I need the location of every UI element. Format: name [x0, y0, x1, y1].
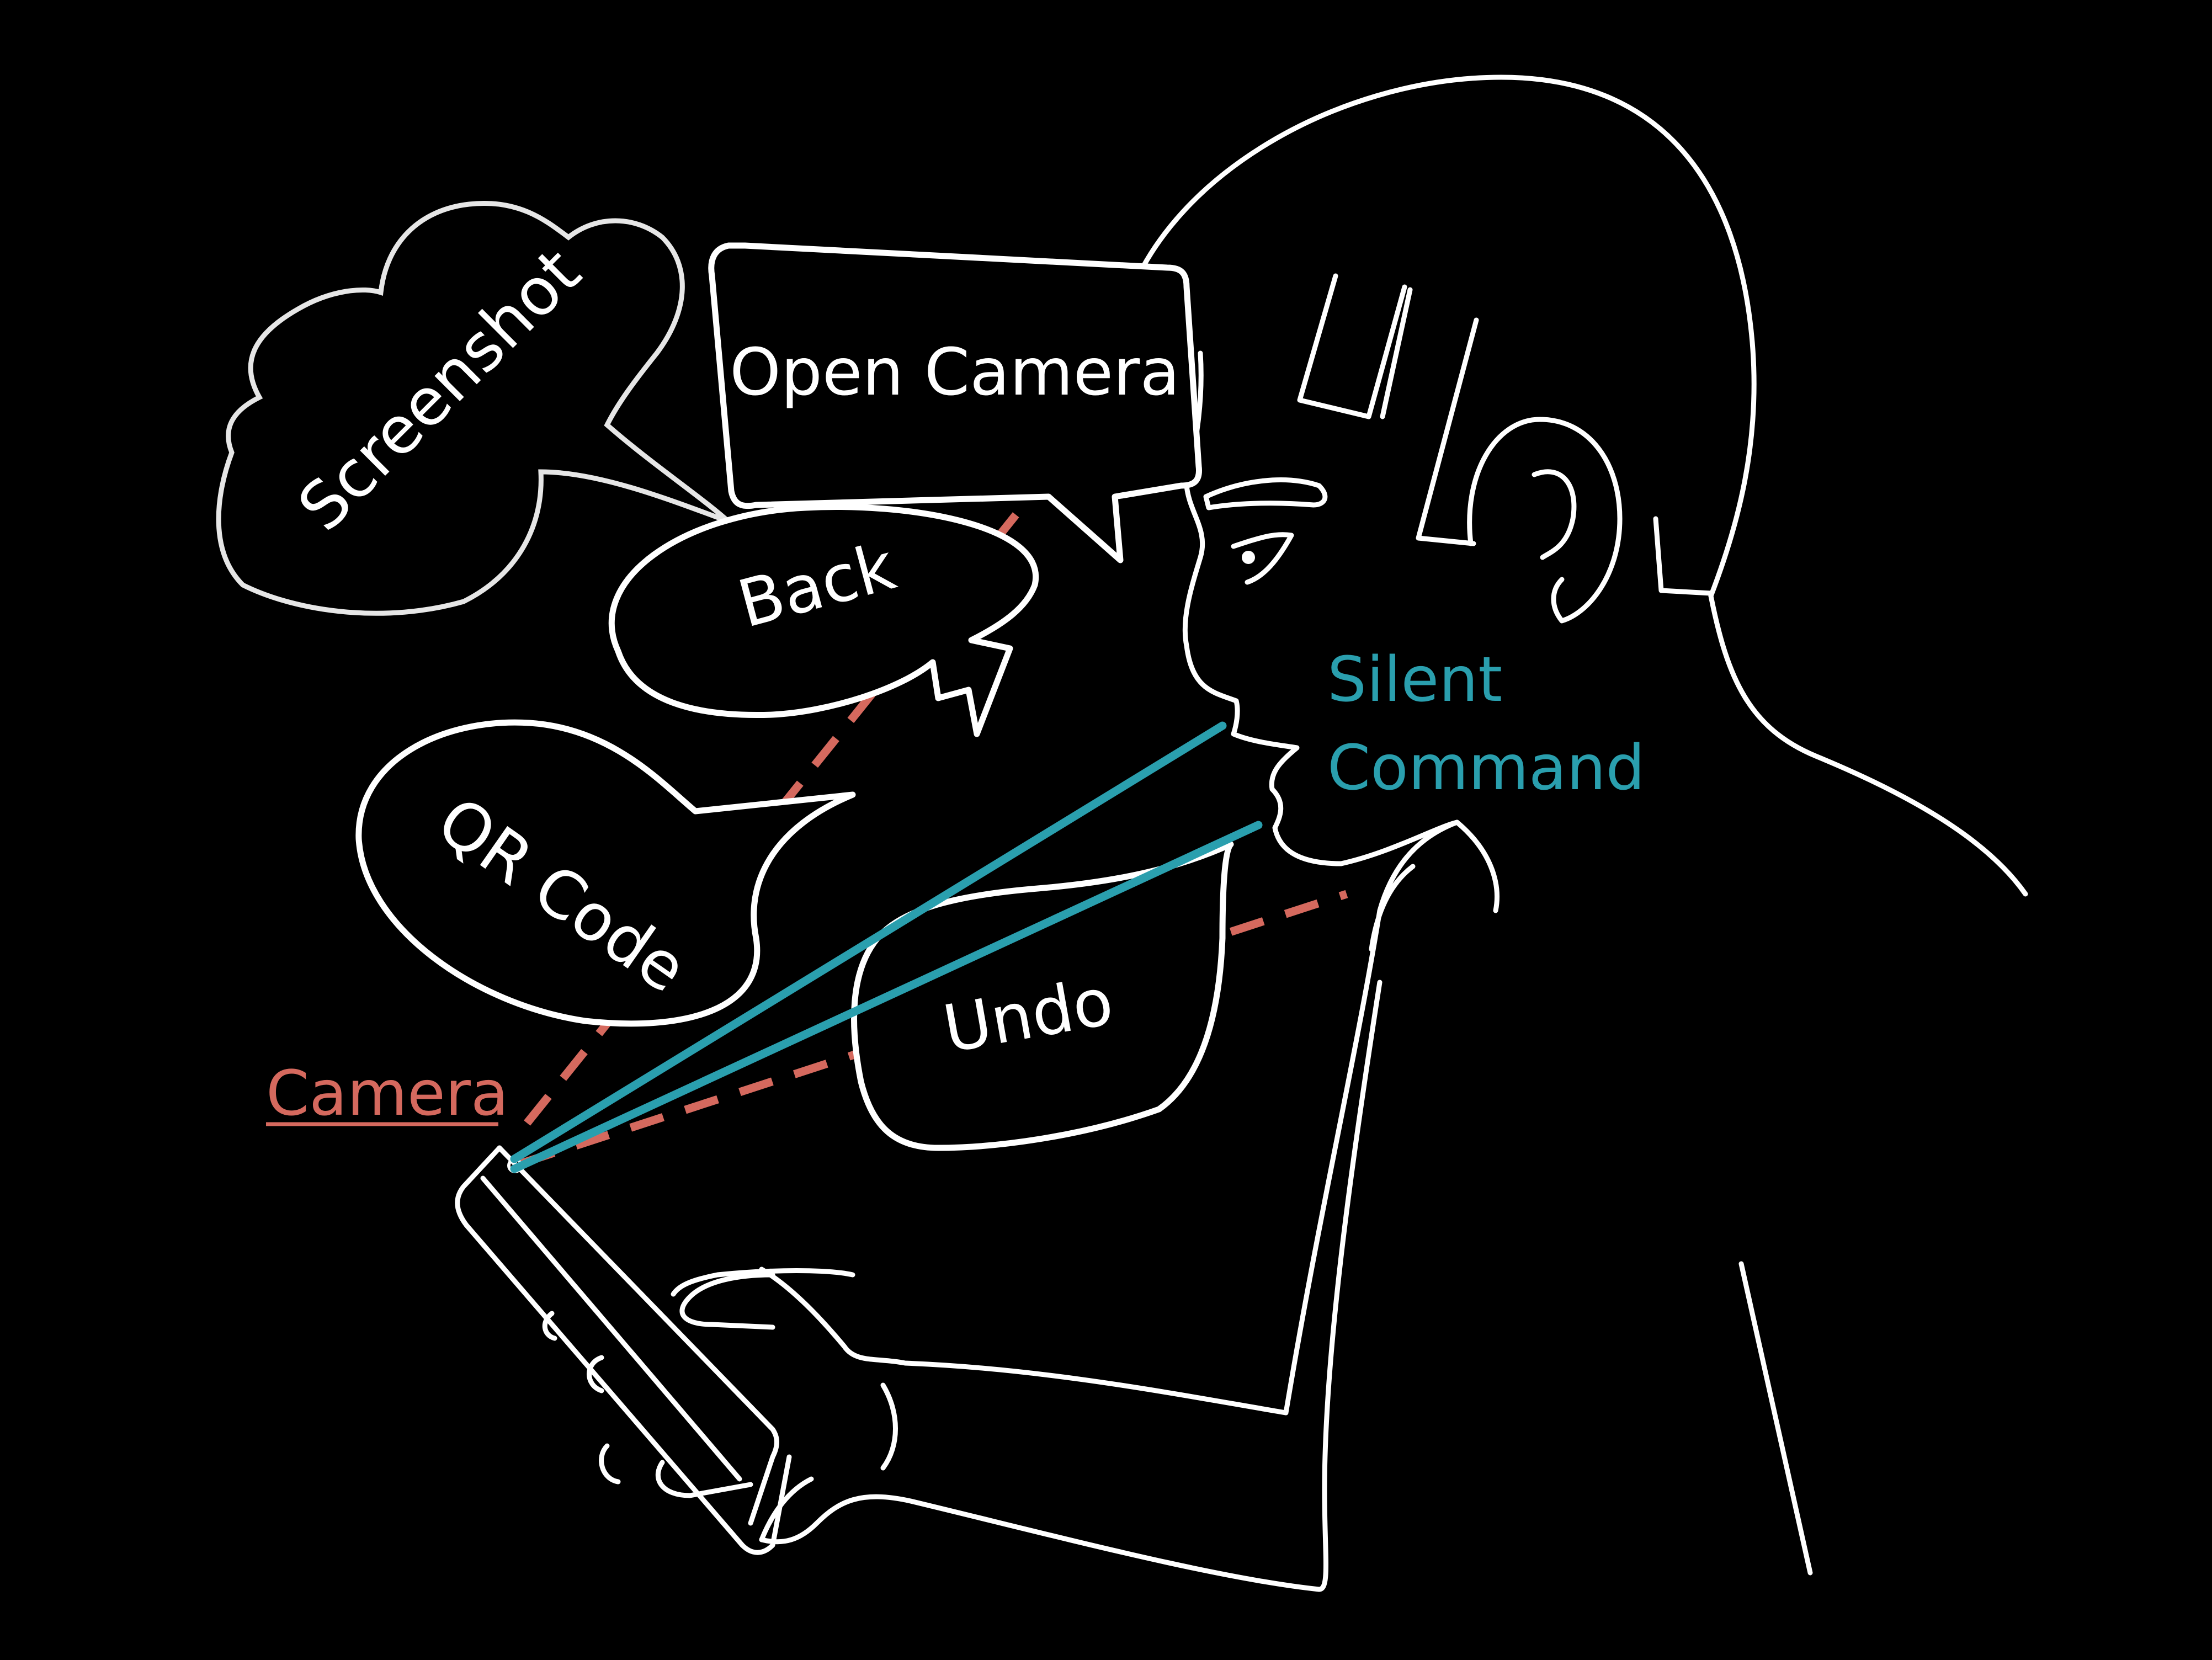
undo-bubble: Undo	[851, 841, 1234, 1151]
torso-front	[1316, 980, 1382, 1592]
camera-label: Camera	[266, 1058, 509, 1130]
hand-palm	[759, 1382, 898, 1542]
qr-code-bubble-shape	[355, 719, 856, 1027]
screenshot-cloud-shape	[216, 201, 731, 616]
screenshot-bubble: Screenshot	[216, 201, 731, 616]
phone-inner	[497, 1145, 779, 1526]
hair-line-1	[1297, 273, 1407, 419]
eyebrow	[1203, 477, 1328, 510]
shoulder-edge	[1369, 864, 1416, 952]
hand-with-phone	[455, 1145, 898, 1555]
open-camera-bubble: Open Camera	[708, 242, 1203, 563]
open-camera-box-shape	[708, 242, 1203, 563]
hand-upper	[679, 1272, 775, 1330]
head-outline	[1118, 75, 1757, 599]
undo-bubble-shape	[851, 841, 1234, 1151]
back-bubble-shape	[608, 504, 1039, 737]
camera-annotation: Camera	[266, 1058, 509, 1130]
forearm	[759, 1267, 1289, 1416]
shoulder-front	[1283, 820, 1460, 1416]
person-figure	[759, 75, 2028, 1592]
hair-back	[1653, 516, 1714, 596]
forearm-lower	[759, 1494, 1322, 1592]
phone-screen-edge	[480, 1175, 742, 1482]
silent-command-label-line1: Silent	[1327, 644, 1502, 716]
hand-thumb-knuckle	[671, 1268, 855, 1297]
back-bubble: Back	[608, 504, 1039, 737]
back-line	[1738, 1261, 1813, 1576]
silent-ray-lower	[510, 821, 1263, 1173]
back-of-neck	[1708, 593, 2028, 897]
eye	[1231, 532, 1294, 585]
silent-ray-upper	[510, 721, 1227, 1163]
silent-command-label-line2: Command	[1327, 732, 1645, 804]
phone-outer	[455, 1145, 792, 1555]
silent-command-annotation: Silent Command	[1327, 644, 1645, 804]
hair-line-3	[1416, 317, 1479, 546]
qr-code-bubble: QR Code	[355, 719, 856, 1027]
silent-command-rays	[510, 721, 1263, 1173]
face-profile	[1182, 350, 1500, 913]
open-camera-label: Open Camera	[730, 334, 1180, 410]
ear	[1467, 417, 1623, 624]
eye-pupil	[1242, 551, 1255, 564]
hand-fingers	[542, 1311, 753, 1498]
ear-inner	[1532, 469, 1577, 560]
hair-line-2	[1380, 287, 1413, 419]
